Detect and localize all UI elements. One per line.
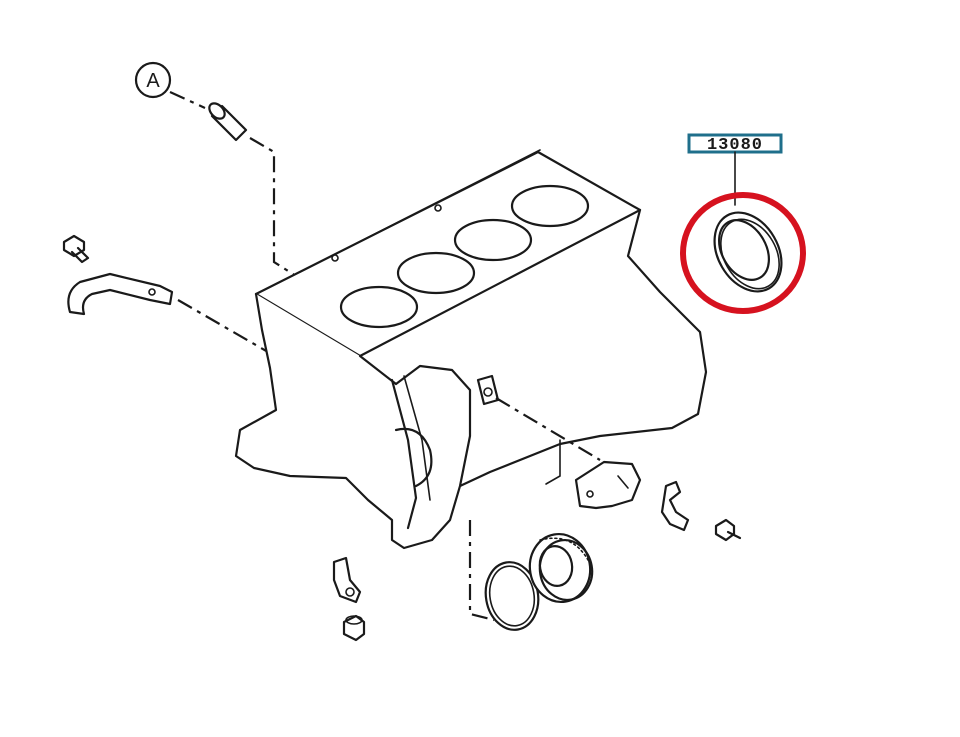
clip-right bbox=[660, 480, 690, 532]
cylinder-bore-4 bbox=[510, 184, 590, 228]
cylinder-bore-1 bbox=[339, 285, 419, 329]
highlight-circle bbox=[680, 192, 806, 314]
bracket-left bbox=[67, 272, 174, 316]
rear-oil-seal bbox=[713, 211, 783, 293]
cylinder-bore-2 bbox=[396, 251, 476, 295]
bracket-right bbox=[574, 460, 642, 510]
reference-circle bbox=[134, 61, 172, 99]
leader-line-pin bbox=[249, 137, 297, 277]
dowel-pin bbox=[208, 102, 248, 142]
sensor-port bbox=[476, 374, 500, 406]
leader-line-sensor bbox=[495, 397, 601, 461]
part-callout: 13080 bbox=[687, 133, 783, 206]
crank-seal bbox=[528, 533, 594, 603]
reference-label: A bbox=[146, 70, 160, 92]
cylinder-block bbox=[234, 149, 708, 550]
small-bolt-right bbox=[714, 518, 742, 542]
clip-bottom bbox=[332, 556, 362, 604]
leader-line-a bbox=[169, 90, 206, 110]
leader-line-bracket bbox=[177, 299, 269, 353]
leader-line-seal bbox=[468, 520, 495, 622]
drain-plug bbox=[342, 614, 366, 642]
small-bolt-top bbox=[62, 234, 90, 264]
callout-part-number: 13080 bbox=[707, 136, 763, 155]
cylinder-bore-3 bbox=[453, 218, 533, 262]
reference-marker-a: A bbox=[134, 61, 172, 99]
rear-gasket bbox=[484, 561, 540, 631]
